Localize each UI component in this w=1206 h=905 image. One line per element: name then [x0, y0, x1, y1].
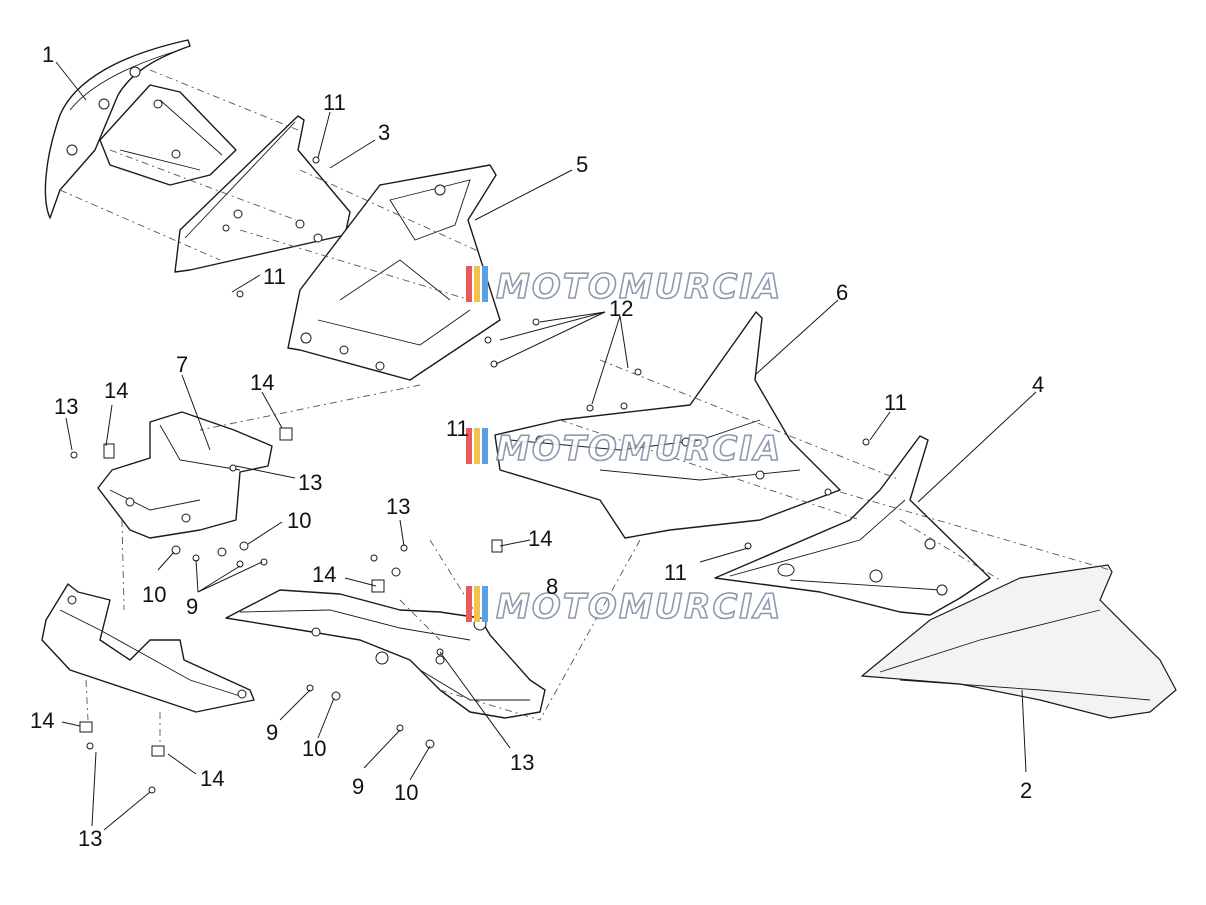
callout-label: 11 [446, 416, 469, 441]
callout-label: 11 [884, 390, 907, 415]
callout-label: 14 [528, 526, 552, 551]
callout-label: 7 [176, 352, 188, 377]
callout-label: 14 [200, 766, 224, 791]
callout-label: 10 [287, 508, 311, 533]
callout-label: 6 [836, 280, 848, 305]
part-inner-panel-6 [494, 311, 841, 539]
callout-label: 5 [576, 152, 588, 177]
callout-label: 14 [104, 378, 128, 403]
callout-label: 10 [302, 736, 326, 761]
part-inner-fairing-5 [287, 164, 501, 381]
callout-label: 10 [394, 780, 418, 805]
callout-label: 12 [609, 296, 633, 321]
callout-label: 9 [186, 594, 198, 619]
watermark-text: MOTOMURCIA [496, 429, 782, 469]
watermark-text: MOTOMURCIA [496, 267, 782, 307]
watermark-2: MOTOMURCIA [466, 428, 782, 470]
callout-labels: 1 11 3 5 11 12 6 4 11 7 14 14 13 13 11 1… [30, 42, 1044, 851]
part-side-panel-4 [714, 435, 991, 616]
callout-label: 10 [142, 582, 166, 607]
callout-label: 14 [30, 708, 54, 733]
watermark-3: MOTOMURCIA [466, 586, 782, 628]
watermark-text: MOTOMURCIA [496, 587, 782, 627]
callout-label: 9 [352, 774, 364, 799]
callout-label: 11 [664, 560, 687, 585]
part-lower-bracket-7 [97, 411, 273, 539]
callout-label: 13 [510, 750, 534, 775]
callout-label: 11 [323, 90, 346, 115]
callout-label: 13 [298, 470, 322, 495]
callout-label: 13 [78, 826, 102, 851]
leader-lines [55, 61, 1037, 831]
fasteners [70, 156, 870, 794]
callout-label: 4 [1032, 372, 1044, 397]
callout-label: 2 [1020, 778, 1032, 803]
part-windscreen [44, 39, 191, 219]
assembly-lines [59, 69, 1111, 745]
callout-label: 3 [378, 120, 390, 145]
callout-label: 11 [263, 264, 286, 289]
callout-label: 8 [546, 574, 558, 599]
callout-label: 9 [266, 720, 278, 745]
watermark-1: MOTOMURCIA [466, 266, 782, 308]
callout-label: 13 [54, 394, 78, 419]
part-windscreen-bracket [99, 84, 237, 186]
callout-label: 14 [312, 562, 336, 587]
part-chin-spoiler [41, 583, 255, 713]
part-main-fairing-2 [860, 564, 1177, 719]
callout-label: 1 [42, 42, 54, 67]
callout-label: 13 [386, 494, 410, 519]
callout-label: 14 [250, 370, 274, 395]
